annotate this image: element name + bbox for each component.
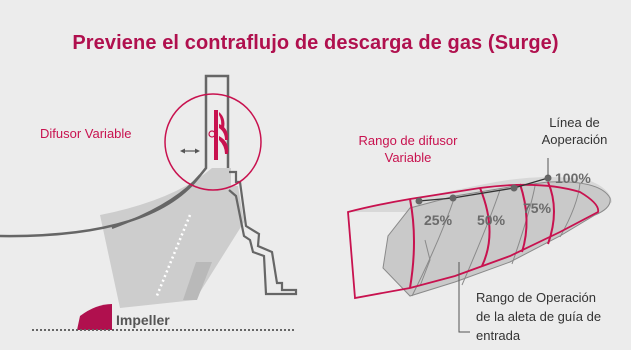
rango-difusor-line2: Variable xyxy=(384,150,432,165)
rango-difusor-label: Rango de difusor Variable xyxy=(343,132,473,166)
pct-50: 50% xyxy=(477,212,506,228)
operation-line xyxy=(418,177,549,202)
compressor-section xyxy=(0,74,298,331)
diffuser-range-curves xyxy=(409,181,555,289)
casing-outline xyxy=(228,170,298,296)
pct-25: 25% xyxy=(424,212,453,228)
impeller-lower-band xyxy=(183,262,212,300)
operation-points xyxy=(415,174,552,205)
rango-op-leader xyxy=(458,262,470,333)
difusor-variable-label: Difusor Variable xyxy=(40,126,132,141)
rango-operacion-label: Rango de Operación de la aleta de guía d… xyxy=(476,288,601,345)
pct-100: 100% xyxy=(555,170,591,186)
diffuser-vanes xyxy=(208,110,229,160)
linea-operacion-label: Línea de Aoperación xyxy=(527,114,622,148)
diffuser-range-outline xyxy=(347,183,600,300)
pct-75: 75% xyxy=(523,200,552,216)
inner-shroud xyxy=(111,174,201,229)
rango-op-line3: entrada xyxy=(476,328,521,343)
impeller-flow-area xyxy=(100,168,244,308)
diffuser-highlight-circle xyxy=(164,93,262,191)
rango-difusor-line1: Rango de difusor xyxy=(358,133,458,148)
impeller-hub xyxy=(77,304,112,330)
diagram-title: Previene el contraflujo de descarga de g… xyxy=(72,32,559,54)
impeller-label: Impeller xyxy=(116,312,170,328)
adjust-arrow xyxy=(180,148,200,154)
rango-op-line2: de la aleta de guía de xyxy=(476,309,602,324)
shroud-curve xyxy=(0,74,230,238)
rango-op-line1: Rango de Operación xyxy=(476,290,596,305)
performance-map xyxy=(347,158,612,333)
linea-line2: Aoperación xyxy=(541,132,608,147)
linea-line1: Línea de xyxy=(549,115,600,130)
